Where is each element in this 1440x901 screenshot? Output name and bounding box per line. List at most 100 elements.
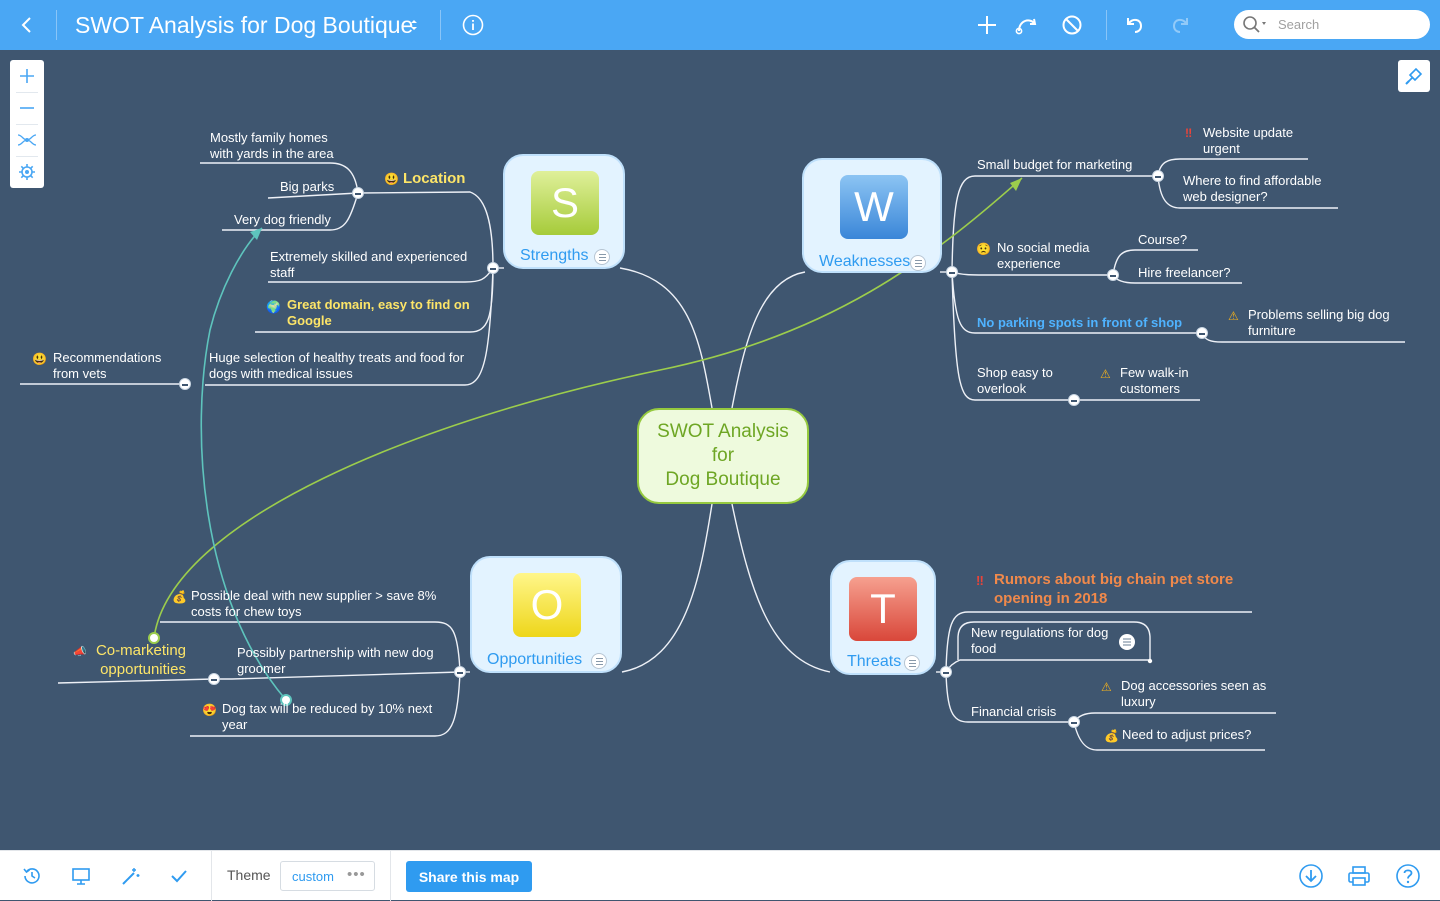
globe-icon: 🌍 (266, 300, 281, 314)
worried-face-icon: 😟 (976, 242, 991, 256)
divider (16, 92, 38, 93)
relation-icon[interactable] (1010, 9, 1042, 41)
undo-icon[interactable] (1118, 9, 1150, 41)
collapse-toggle[interactable] (946, 266, 958, 278)
notes-icon[interactable] (1119, 634, 1135, 650)
topic-adjust-prices[interactable]: 💰Need to adjust prices? (1104, 727, 1252, 743)
fit-map-icon[interactable] (10, 124, 44, 156)
bottom-toolbar: Theme custom ••• Share this map (0, 850, 1440, 901)
topic-few-walk-in[interactable]: ⚠Few walk-in customers (1100, 365, 1189, 396)
topic-huge-selection[interactable]: Huge selection of healthy treats and foo… (209, 350, 465, 381)
opportunities-tile: O (513, 573, 581, 637)
notes-icon[interactable] (910, 255, 926, 271)
weaknesses-topic[interactable]: W Weaknesses (802, 158, 942, 273)
divider (211, 851, 212, 901)
divider (1106, 10, 1107, 40)
opportunities-topic[interactable]: O Opportunities (470, 556, 622, 673)
topic-rumors-chain-store[interactable]: ‼Rumors about big chain pet store openin… (976, 571, 1234, 607)
collapse-toggle[interactable] (1068, 716, 1080, 728)
topic-no-social-media[interactable]: 😟No social media experience (976, 240, 1090, 271)
magic-wand-icon[interactable] (116, 862, 146, 890)
central-topic[interactable]: SWOT Analysis for Dog Boutique (637, 408, 809, 504)
help-icon[interactable] (1393, 862, 1423, 890)
notes-icon[interactable] (594, 249, 610, 265)
divider (440, 10, 441, 40)
search-input[interactable] (1278, 15, 1418, 34)
paint-icon (1405, 67, 1423, 85)
topic-family-homes[interactable]: Mostly family homes with yards in the ar… (210, 130, 334, 161)
collapse-toggle[interactable] (1068, 394, 1080, 406)
collapse-toggle[interactable] (179, 378, 191, 390)
redo-icon[interactable] (1165, 9, 1197, 41)
topic-course[interactable]: Course? (1138, 232, 1188, 247)
settings-icon[interactable] (10, 156, 44, 188)
more-icon[interactable]: ••• (347, 866, 366, 883)
collapse-toggle[interactable] (487, 262, 499, 274)
share-map-button[interactable]: Share this map (406, 861, 532, 892)
divider (16, 156, 38, 157)
theme-select[interactable]: custom ••• (280, 861, 375, 891)
topic-no-parking[interactable]: No parking spots in front of shop (977, 315, 1183, 330)
topic-shop-overlook[interactable]: Shop easy to overlook (977, 365, 1053, 396)
heart-eyes-icon: 😍 (202, 703, 217, 717)
topic-great-domain[interactable]: 🌍Great domain, easy to find on Google (266, 297, 470, 328)
topic-dog-tax[interactable]: 😍Dog tax will be reduced by 10% next yea… (202, 701, 433, 732)
topic-recommendations-vets[interactable]: 😃Recommendations from vets (32, 350, 162, 381)
checkmark-icon[interactable] (164, 862, 194, 890)
title-sort-icon[interactable] (405, 9, 423, 41)
collapse-toggle[interactable] (1107, 269, 1119, 281)
strengths-topic[interactable]: S Strengths (503, 154, 625, 269)
divider (390, 851, 391, 901)
presentation-icon[interactable] (66, 862, 96, 890)
search-icon (1242, 15, 1272, 40)
topic-location[interactable]: 😃Location (384, 170, 466, 187)
topic-new-regulations[interactable]: New regulations for dog food (971, 625, 1109, 656)
theme-value: custom (292, 869, 334, 884)
topic-co-marketing[interactable]: 📣Co-marketing opportunities (73, 642, 186, 678)
zoom-toolbar (10, 60, 44, 188)
search-box[interactable] (1234, 10, 1430, 39)
delete-icon[interactable] (1056, 9, 1088, 41)
collapse-toggle[interactable] (352, 187, 364, 199)
topic-financial-crisis[interactable]: Financial crisis (971, 704, 1057, 719)
mind-map-canvas[interactable]: SWOT Analysis for Dog Boutique S Strengt… (0, 50, 1440, 850)
history-icon[interactable] (17, 862, 47, 890)
smiley-icon: 😃 (384, 172, 399, 186)
print-icon[interactable] (1344, 862, 1374, 890)
urgent-icon: ‼ (976, 573, 984, 588)
map-title[interactable]: SWOT Analysis for Dog Boutique (75, 12, 414, 38)
add-topic-icon[interactable] (971, 9, 1003, 41)
smiley-icon: 😃 (32, 352, 47, 366)
collapse-toggle[interactable] (1152, 170, 1164, 182)
topic-problems-furniture[interactable]: ⚠Problems selling big dog furniture (1228, 307, 1390, 338)
download-icon[interactable] (1296, 862, 1326, 890)
zoom-in-icon[interactable] (10, 60, 44, 92)
notes-icon[interactable] (904, 655, 920, 671)
back-icon[interactable] (11, 9, 43, 41)
topic-dog-groomer[interactable]: Possibly partnership with new dog groome… (237, 645, 434, 676)
zoom-out-icon[interactable] (10, 92, 44, 124)
topic-new-supplier[interactable]: 💰Possible deal with new supplier > save … (172, 588, 437, 619)
threats-topic[interactable]: T Threats (830, 560, 936, 675)
topic-big-parks[interactable]: Big parks (280, 179, 335, 194)
topic-hire-freelancer[interactable]: Hire freelancer? (1138, 265, 1231, 280)
style-panel-button[interactable] (1398, 60, 1430, 92)
topic-skilled-staff[interactable]: Extremely skilled and experienced staff (270, 249, 468, 280)
warning-icon: ⚠ (1100, 367, 1111, 381)
weaknesses-tile: W (840, 175, 908, 239)
notes-icon[interactable] (591, 653, 607, 669)
topic-accessories-luxury[interactable]: ⚠Dog accessories seen as luxury (1101, 678, 1267, 709)
threats-label: Threats (847, 653, 902, 670)
topic-web-designer[interactable]: Where to find affordable web designer? (1183, 173, 1322, 204)
info-icon[interactable] (457, 9, 489, 41)
collapse-toggle[interactable] (208, 673, 220, 685)
collapse-toggle[interactable] (1196, 327, 1208, 339)
topic-website-update[interactable]: ‼Website update urgent (1185, 125, 1294, 156)
urgent-icon: ‼ (1185, 126, 1193, 140)
collapse-toggle[interactable] (454, 666, 466, 678)
topic-small-budget[interactable]: Small budget for marketing (977, 157, 1133, 172)
divider (16, 124, 38, 125)
collapse-toggle[interactable] (940, 666, 952, 678)
topic-dog-friendly[interactable]: Very dog friendly (234, 212, 331, 227)
connection-lines (20, 158, 1405, 751)
